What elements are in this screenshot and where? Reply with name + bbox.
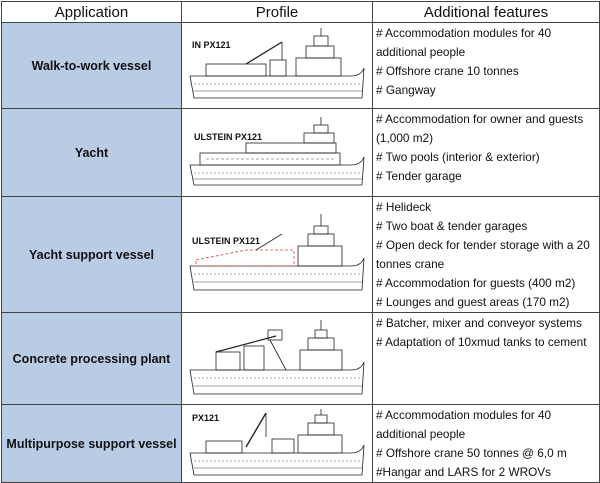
application-name: Concrete processing plant xyxy=(1,312,182,405)
vessel-profile-drawing: IN PX121 xyxy=(189,27,365,98)
vessel-profile: ULSTEIN PX121 xyxy=(181,108,373,197)
vessel-profile-drawing xyxy=(189,319,365,394)
feature-line: # Tender garage xyxy=(376,169,462,183)
vessel-label: IN PX121 xyxy=(192,40,231,50)
vessel-label: PX121 xyxy=(192,413,219,423)
features-cell: # Helideck # Two boat & tender garages #… xyxy=(372,196,600,313)
feature-line: # Offshore crane 50 tonnes @ 6,0 m xyxy=(376,446,567,460)
feature-line: additional people xyxy=(376,427,466,441)
application-name: Yacht xyxy=(1,108,182,197)
table-row: Yacht ULSTEIN PX121 xyxy=(1,108,600,197)
table-row: Concrete processing plant xyxy=(1,312,600,405)
feature-line: tonnes crane xyxy=(376,257,445,271)
features-cell: # Accommodation modules for 40 additiona… xyxy=(372,22,600,109)
vessel-profile: IN PX121 xyxy=(181,22,373,109)
application-name: Multipurpose support vessel xyxy=(1,404,182,483)
feature-line: # Two pools (interior & exterior) xyxy=(376,150,540,164)
feature-line: #Hangar and LARS for 2 WROVs xyxy=(376,465,552,479)
application-name: Yacht support vessel xyxy=(1,196,182,313)
header-application: Application xyxy=(1,1,182,23)
feature-line: # Helideck xyxy=(376,200,432,214)
feature-line: # Batcher, mixer and conveyor systems xyxy=(376,316,582,330)
features-cell: # Batcher, mixer and conveyor systems # … xyxy=(372,312,600,405)
vessel-profile xyxy=(181,312,373,405)
vessel-profile-drawing: ULSTEIN PX121 xyxy=(189,213,365,290)
table-row: Walk-to-work vessel xyxy=(1,22,600,109)
vessel-profile: PX121 xyxy=(181,404,373,483)
feature-line: additional people xyxy=(376,45,466,59)
feature-line: # Two boat & tender garages xyxy=(376,219,528,233)
feature-line: # Lounges and guest areas (170 m2) xyxy=(376,295,570,309)
feature-line: # Accommodation for guests (400 m2) xyxy=(376,276,576,290)
feature-line: # Adaptation of 10xmud tanks to cement xyxy=(376,335,587,349)
feature-line: (1,000 m2) xyxy=(376,131,434,145)
feature-line: # Gangway xyxy=(376,83,436,97)
feature-line: # Offshore crane 10 tonnes xyxy=(376,64,519,78)
feature-line: # Accommodation for owner and guests xyxy=(376,112,584,126)
application-name: Walk-to-work vessel xyxy=(1,22,182,109)
header-profile: Profile xyxy=(181,1,373,23)
vessel-label: ULSTEIN PX121 xyxy=(194,132,262,142)
vessel-label: ULSTEIN PX121 xyxy=(192,236,260,246)
features-cell: # Accommodation for owner and guests (1,… xyxy=(372,108,600,197)
feature-line: # Accommodation modules for 40 xyxy=(376,26,552,40)
feature-line: # Open deck for tender storage with a 20 xyxy=(376,238,590,252)
header-row: Application Profile Additional features xyxy=(1,1,600,23)
vessel-profile: ULSTEIN PX121 xyxy=(181,196,373,313)
feature-line: # Accommodation modules for 40 xyxy=(376,408,552,422)
vessel-profile-drawing: ULSTEIN PX121 xyxy=(189,116,365,185)
header-additional-features: Additional features xyxy=(372,1,600,23)
vessel-profile-drawing: PX121 xyxy=(189,408,365,475)
table-row: Yacht support vessel ULSTEIN PX121 xyxy=(1,196,600,313)
table-row: Multipurpose support vessel xyxy=(1,404,600,483)
features-cell: # Accommodation modules for 40 additiona… xyxy=(372,404,600,483)
